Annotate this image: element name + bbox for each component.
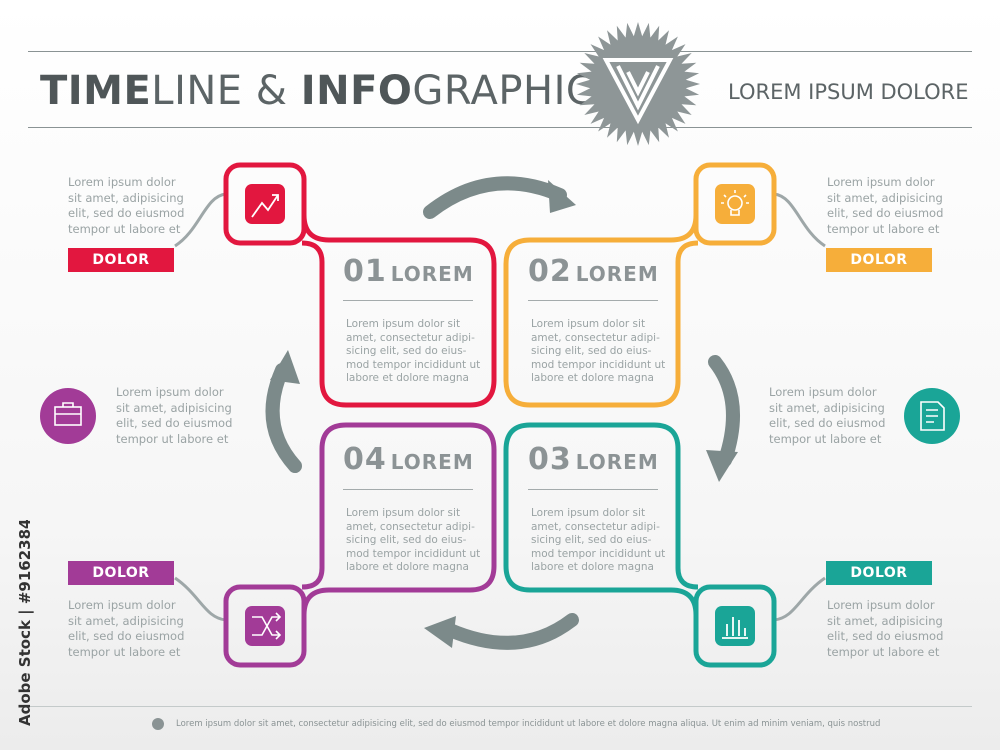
step-02-shape <box>503 162 777 408</box>
arrows-swap-icon <box>252 612 282 640</box>
tag-top-right: DOLOR <box>826 248 932 272</box>
step-01-shape <box>223 162 497 408</box>
footer-text: Lorem ipsum dolor sit amet, consectetur … <box>176 719 881 729</box>
step-04-icon-bg <box>245 606 285 646</box>
document-icon <box>920 401 945 431</box>
bar-chart-icon <box>722 617 748 639</box>
connector-lines <box>174 192 826 622</box>
lightbulb-icon <box>721 190 749 216</box>
tag-top-left: DOLOR <box>68 248 174 272</box>
cycle-arrows <box>265 176 740 650</box>
step-03-shape <box>503 422 777 668</box>
header-bottom-rule <box>28 127 972 128</box>
watermark-text: Adobe Stock | #91623846 <box>16 520 35 726</box>
step-02-divider <box>528 300 658 301</box>
step-04-shape <box>223 422 497 668</box>
step-04-divider <box>343 489 473 490</box>
step-01-icon-bg <box>245 184 285 224</box>
header-top-rule <box>28 51 972 52</box>
page-subtitle: LOREM IPSUM DOLORE <box>728 80 969 104</box>
tag-bottom-right: DOLOR <box>826 561 932 585</box>
tag-bottom-left: DOLOR <box>68 561 174 585</box>
page-title: TIMELINE & INFOGRAPHICS <box>40 68 621 114</box>
step-03-divider <box>528 489 658 490</box>
step-02-icon-bg <box>715 184 755 224</box>
footer-rule <box>28 706 972 707</box>
footer-bullet <box>152 718 164 730</box>
v-emblem-logo <box>576 22 700 146</box>
stock-watermark: Adobe Stock | #91623846 <box>16 520 35 726</box>
cycle-arrowheads <box>270 180 738 648</box>
step-01-divider <box>343 300 473 301</box>
chart-trend-icon <box>251 194 279 218</box>
step-03-icon-bg <box>715 606 755 646</box>
briefcase-icon <box>54 402 82 426</box>
briefcase-circle <box>40 388 96 444</box>
